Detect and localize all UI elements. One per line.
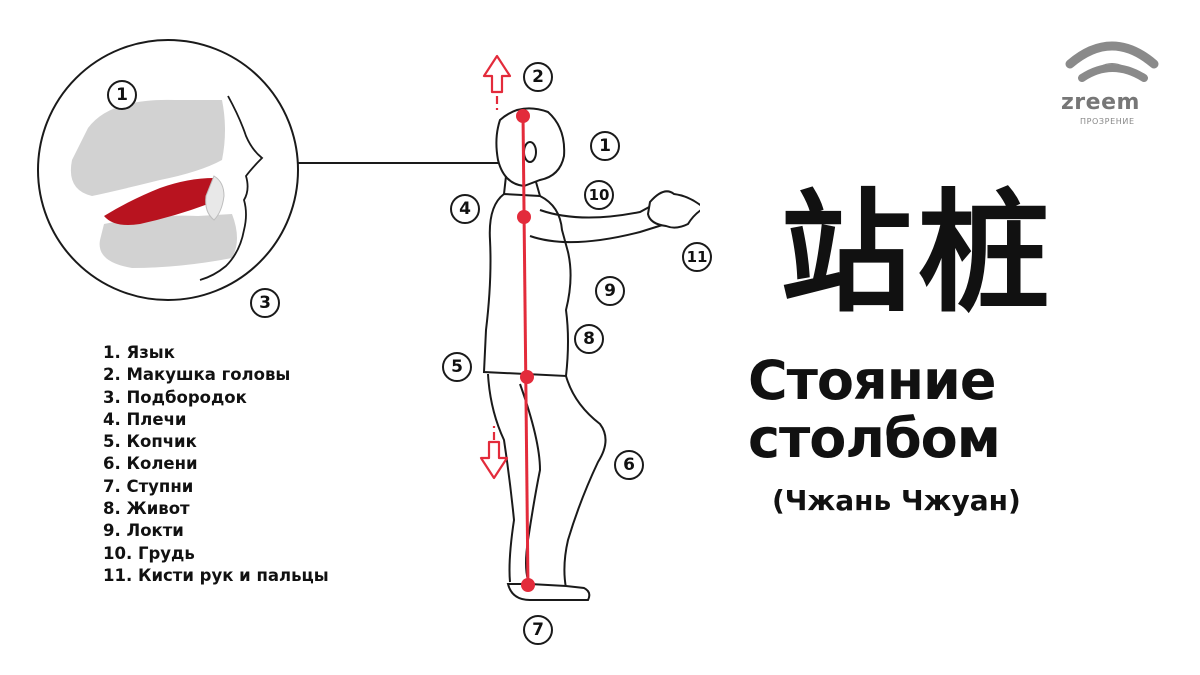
posture-axis — [516, 109, 535, 592]
figure-hands — [646, 190, 700, 229]
tongue — [104, 178, 216, 225]
badge-belly: 8 — [574, 324, 604, 354]
upper-palate — [70, 99, 225, 196]
eye-logo-icon — [1065, 41, 1159, 82]
legend-item: 8. Живот — [103, 499, 190, 519]
badge-coccyx: 5 — [442, 352, 472, 382]
legend-item: 6. Колени — [103, 454, 198, 474]
mouth-zoom-circle — [37, 39, 522, 301]
badge-hands: 11 — [682, 242, 712, 272]
badge-chin: 3 — [250, 288, 280, 318]
arrow-up-icon — [482, 54, 512, 110]
figure-head — [495, 107, 566, 188]
teeth — [205, 175, 225, 221]
figure-arm-lower — [529, 221, 673, 244]
legend-item: 3. Подбородок — [103, 387, 247, 407]
chinese-title: 站桩 — [780, 177, 1056, 331]
subtitle: (Чжань Чжуан) — [772, 484, 1021, 517]
badge-feet: 7 — [523, 615, 553, 645]
body-points-legend: 1. Язык 2. Макушка головы 3. Подбородок … — [103, 342, 329, 587]
mouth-detail-illustration — [37, 39, 700, 601]
axis-point-shoulders — [517, 210, 531, 224]
main-title: Стояние столбом — [748, 349, 1001, 470]
badge-chest: 10 — [584, 180, 614, 210]
main-title-line1: Стояние — [748, 349, 996, 412]
badge-elbows: 9 — [595, 276, 625, 306]
badge-crown: 2 — [523, 62, 553, 92]
figure-torso — [482, 192, 572, 378]
legend-item: 2. Макушка головы — [103, 365, 291, 385]
legend-item: 1. Язык — [103, 343, 175, 362]
lower-jaw — [99, 214, 237, 268]
legend-item: 9. Локти — [103, 521, 184, 541]
badge-tongue-head: 1 — [590, 131, 620, 161]
legend-item: 10. Грудь — [103, 543, 195, 563]
legend-item: 5. Копчик — [103, 432, 197, 452]
figure-leg-back — [487, 373, 516, 583]
arrow-down-icon — [479, 426, 509, 480]
axis-point-coccyx — [520, 370, 534, 384]
figure-arm-upper — [539, 199, 663, 219]
logo-tagline: ПРОЗРЕНИЕ — [1080, 117, 1135, 126]
figure-feet — [506, 583, 591, 601]
badge-knees: 6 — [614, 450, 644, 480]
badge-tongue-mouth: 1 — [107, 80, 137, 110]
figure-leg-front — [563, 375, 607, 589]
figure-leg-inner — [519, 383, 542, 581]
legend-item: 7. Ступни — [103, 476, 194, 496]
face-profile — [199, 95, 264, 281]
logo-wordmark: zreem — [1061, 90, 1140, 115]
axis-point-crown — [516, 109, 530, 123]
axis-point-feet — [521, 578, 535, 592]
main-title-line2: столбом — [748, 407, 1001, 470]
legend-item: 4. Плечи — [103, 409, 187, 429]
badge-shoulders: 4 — [450, 194, 480, 224]
legend-item: 11. Кисти рук и пальцы — [103, 565, 329, 585]
